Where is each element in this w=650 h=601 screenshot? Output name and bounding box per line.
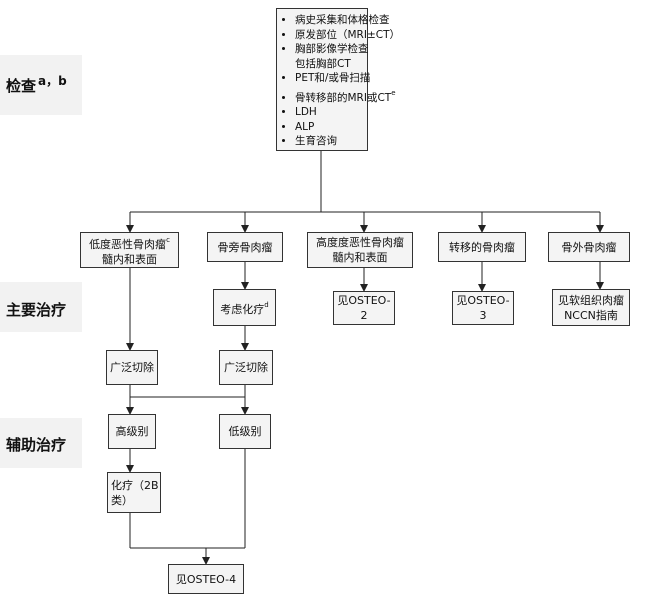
see-osteo-3-label: 见OSTEO-3	[456, 294, 510, 322]
wide-excision-left-label: 广泛切除	[110, 361, 154, 374]
workup-item-text: 生育咨询	[295, 135, 337, 147]
see-soft-tissue-line2: NCCN指南	[564, 308, 618, 322]
extraskeletal-osteosarcoma-box: 骨外骨肉瘤	[548, 232, 630, 262]
workup-item: ALP	[295, 120, 361, 135]
workup-item-text: ALP	[295, 120, 315, 133]
workup-item-text: PET和/或骨扫描	[295, 72, 371, 84]
high-grade-label: 高级别	[115, 425, 149, 438]
see-osteo-2-box: 见OSTEO-2	[333, 291, 395, 325]
see-soft-tissue-sarcoma-box: 见软组织肉瘤 NCCN指南	[552, 289, 630, 326]
low-grade-osteosarcoma-box: 低度恶性骨肉瘤c 髓内和表面	[80, 232, 179, 268]
section-label-adjuvant-treatment: 辅助治疗	[6, 436, 67, 454]
chemo-2b-line2: 类）	[111, 493, 133, 507]
section-label-workup-text: 检查	[6, 77, 37, 95]
low-grade-label: 低级别	[228, 425, 262, 438]
workup-item: 生育咨询	[295, 134, 361, 149]
workup-item-text: 胸部影像学检查	[295, 43, 369, 55]
section-panel-adjuvant	[0, 418, 82, 468]
high-grade-line2: 髓内和表面	[332, 251, 388, 264]
metastatic-osteosarcoma-box: 转移的骨肉瘤	[438, 232, 526, 262]
see-osteo-4-label: 见OSTEO-4	[175, 572, 237, 586]
workup-item-text: 原发部位（MRI±CT）	[295, 28, 400, 41]
parosteal-osteosarcoma-box: 骨旁骨肉瘤	[207, 232, 283, 262]
chemo-2b-line1: 化疗（2B	[111, 478, 159, 492]
metastatic-label: 转移的骨肉瘤	[449, 240, 515, 254]
high-grade-osteosarcoma-box: 高度度恶性骨肉瘤 髓内和表面	[307, 232, 413, 268]
workup-item: 胸部影像学检查	[295, 42, 369, 57]
section-label-primary-treatment: 主要治疗	[6, 301, 67, 319]
low-grade-box: 低级别	[219, 414, 271, 449]
workup-item-text: 骨转移部的MRI或CT	[295, 91, 392, 104]
see-osteo-2-label: 见OSTEO-2	[337, 294, 391, 322]
consider-chemo-label: 考虑化疗d	[220, 301, 269, 316]
see-osteo-4-box: 见OSTEO-4	[168, 564, 244, 594]
workup-item: 原发部位（MRI±CT）	[295, 28, 400, 43]
workup-item: 病史采集和体格检查	[295, 13, 390, 28]
workup-item: 包括胸部CT	[295, 57, 361, 72]
see-soft-tissue-line1: 见软组织肉瘤	[558, 293, 624, 307]
section-panel-workup	[0, 55, 82, 115]
consider-chemo-box: 考虑化疗d	[213, 289, 276, 326]
section-label-workup-sup: a，b	[38, 74, 67, 88]
extraskeletal-label: 骨外骨肉瘤	[561, 240, 617, 254]
workup-item: 骨转移部的MRI或CTe	[295, 86, 396, 106]
workup-item: LDH	[295, 105, 361, 120]
wide-excision-right-label: 广泛切除	[224, 361, 268, 374]
workup-item: PET和/或骨扫描	[295, 71, 370, 86]
wide-excision-box-left: 广泛切除	[106, 350, 158, 385]
low-grade-line1: 低度恶性骨肉瘤c	[89, 236, 170, 251]
high-grade-box: 高级别	[108, 414, 156, 449]
see-osteo-3-box: 见OSTEO-3	[452, 291, 514, 325]
wide-excision-box-right: 广泛切除	[219, 350, 273, 385]
workup-item-text: LDH	[295, 106, 317, 118]
workup-item-sup: e	[391, 88, 396, 97]
workup-item-text: 包括胸部CT	[295, 57, 351, 70]
workup-item-text: 病史采集和体格检查	[295, 14, 390, 26]
high-grade-line1: 高度度恶性骨肉瘤	[316, 236, 404, 249]
section-panel-primary	[0, 282, 82, 332]
low-grade-line2: 髓内和表面	[102, 253, 157, 266]
chemo-2b-box: 化疗（2B 类）	[107, 472, 161, 513]
parosteal-label: 骨旁骨肉瘤	[217, 240, 273, 254]
